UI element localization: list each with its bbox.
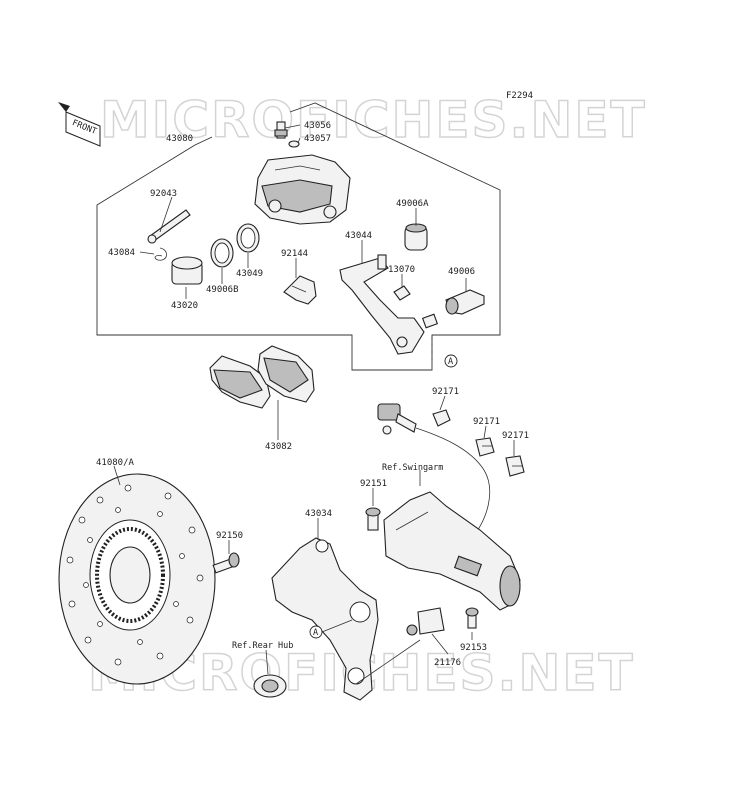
callout-49006a: 49006A: [396, 199, 429, 209]
speed-sensor: [377, 403, 491, 541]
wire-clamp-3: [505, 455, 525, 477]
callout-92153: 92153: [460, 643, 487, 653]
swingarm: [383, 491, 521, 611]
brake-disc: [58, 473, 216, 685]
callout-21176: 21176: [434, 658, 461, 668]
callout-43082: 43082: [265, 442, 292, 452]
caliper-bracket: [339, 254, 439, 355]
slide-pin: [147, 209, 191, 244]
piston-seal: [236, 223, 260, 253]
callout-43084: 43084: [108, 248, 135, 258]
callout-92171-c: 92171: [502, 431, 529, 441]
boot-a: [404, 223, 428, 251]
wire-clamp-1: [432, 409, 451, 427]
bleeder-cap: [288, 140, 300, 148]
callout-43034: 43034: [305, 509, 332, 519]
ref-marker-a-1: A: [444, 354, 458, 368]
caliper-body: [254, 154, 351, 225]
boot: [445, 289, 485, 315]
piston: [171, 256, 203, 285]
brake-pad-inner: [209, 355, 271, 409]
ref-rear-hub: Ref.Rear Hub: [232, 641, 293, 651]
disc-bolt: [212, 552, 240, 574]
clip-13070: [393, 285, 411, 301]
callout-49006b: 49006B: [206, 285, 239, 295]
callout-41080a: 41080/A: [96, 458, 135, 468]
caliper-bracket-rear: [271, 537, 379, 701]
hub-collar: [253, 674, 287, 698]
sensor-bolt: [465, 607, 479, 629]
bleeder-screw: [274, 121, 288, 139]
callout-43080: 43080: [166, 134, 193, 144]
callout-43044: 43044: [345, 231, 372, 241]
leader-lines: [113, 124, 515, 685]
callout-92171-b: 92171: [473, 417, 500, 427]
callout-92151: 92151: [360, 479, 387, 489]
callout-92144: 92144: [281, 249, 308, 259]
wire-clamp-2: [475, 437, 495, 457]
bracket-bolt: [365, 507, 381, 531]
figure-code: F2294: [506, 91, 533, 101]
callout-92150: 92150: [216, 531, 243, 541]
callout-43020: 43020: [171, 301, 198, 311]
ref-marker-a-1-label: A: [448, 357, 453, 367]
ref-swingarm: Ref.Swingarm: [382, 463, 443, 473]
front-arrow-icon: FRONT: [58, 102, 101, 147]
caliper-assembly-frame: [96, 102, 501, 371]
pad-spring: [283, 275, 317, 305]
ref-marker-a-2: A: [309, 625, 323, 639]
watermark-top: MICROFICHES.NET: [100, 91, 647, 149]
brake-pad-outer: [257, 345, 315, 403]
callout-43057: 43057: [304, 134, 331, 144]
callout-13070: 13070: [388, 265, 415, 275]
ref-marker-a-2-label: A: [313, 628, 318, 638]
callout-43049: 43049: [236, 269, 263, 279]
callout-43056: 43056: [304, 121, 331, 131]
callout-92171-a: 92171: [432, 387, 459, 397]
dust-seal: [210, 238, 234, 268]
callout-92043: 92043: [150, 189, 177, 199]
callout-49006: 49006: [448, 267, 475, 277]
sensor-bracket: [406, 607, 445, 636]
pin-clip: [154, 247, 167, 261]
